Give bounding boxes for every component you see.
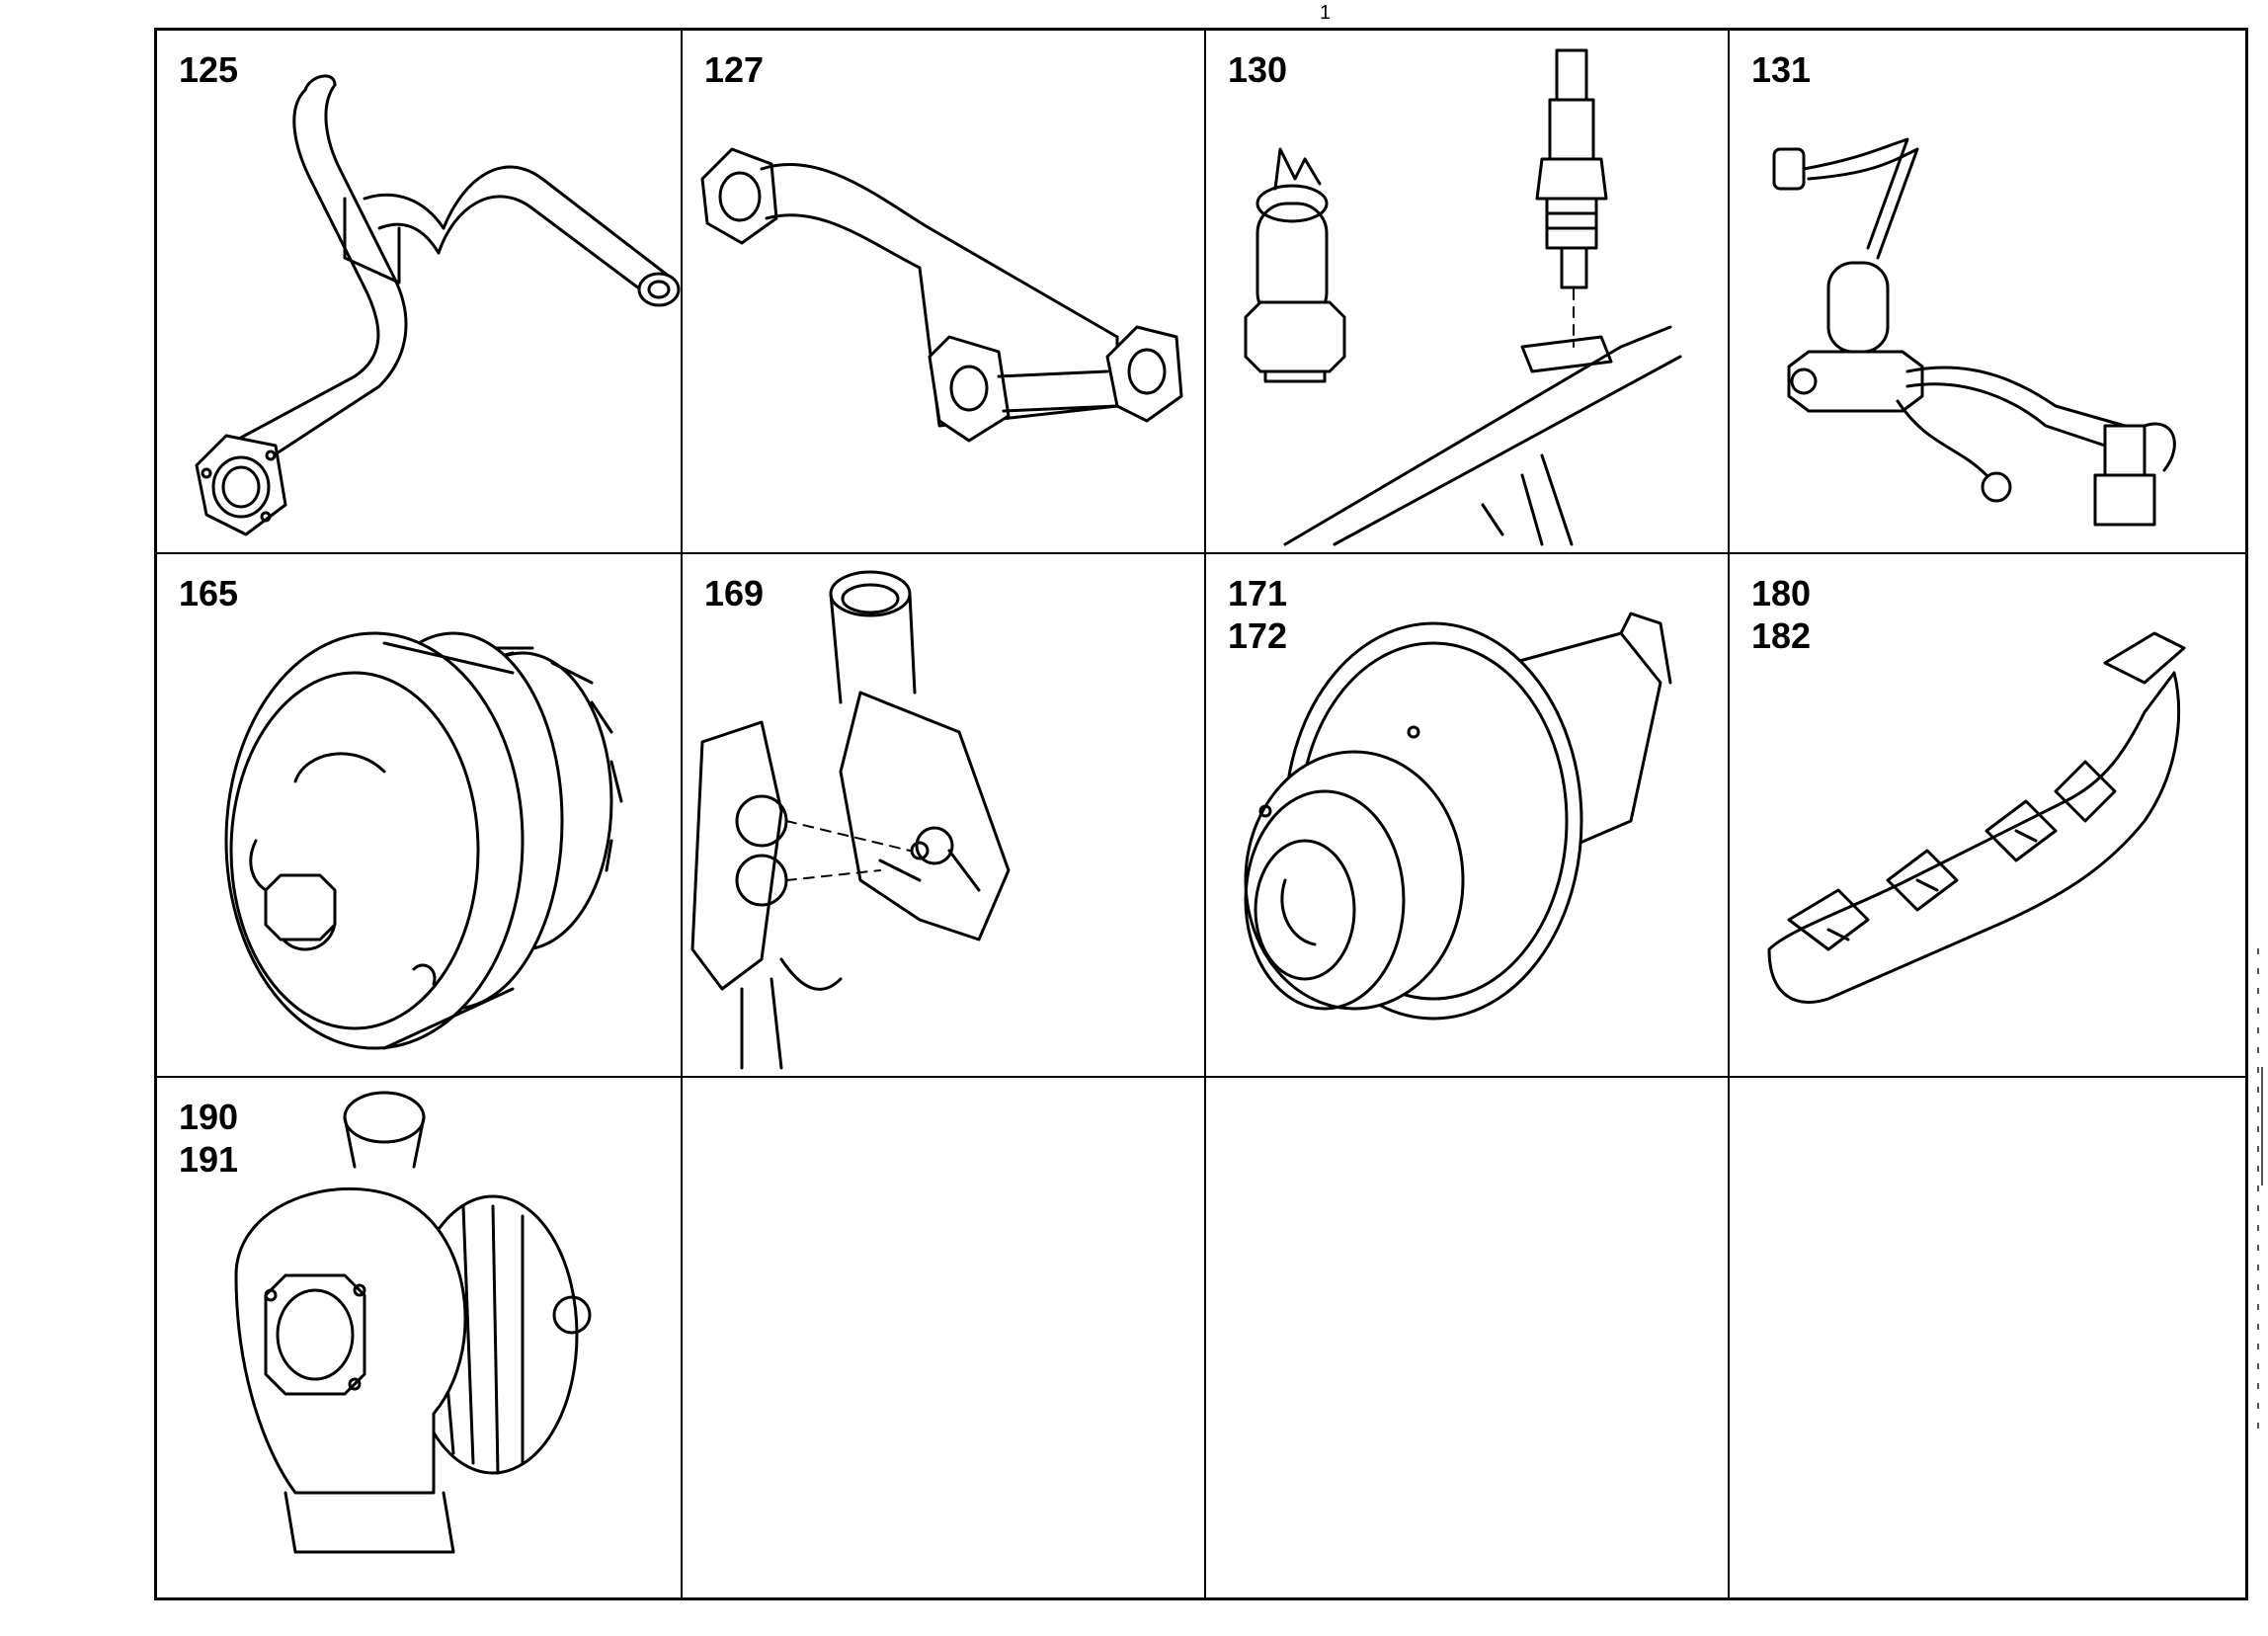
exhaust-pipe-y-drawing [700, 147, 1183, 443]
cell-127[interactable]: 127 [683, 31, 1204, 552]
exhaust-pipe-drawing [195, 74, 681, 536]
parts-grid: 125 127 [154, 28, 2248, 1600]
cell-171-172[interactable]: 171 172 [1206, 554, 1728, 1076]
empty-cell [1730, 1078, 2251, 1603]
cell-169[interactable]: 169 [683, 554, 1204, 1076]
cell-130[interactable]: 130 [1206, 31, 1728, 552]
turbocharger-drawing [234, 1091, 592, 1554]
cell-190-191[interactable]: 190 191 [157, 1078, 681, 1603]
cell-125[interactable]: 125 [157, 31, 681, 552]
water-pump-drawing [1244, 612, 1672, 1021]
part-number-label: 131 [1751, 49, 1812, 90]
thermostat-housing-drawing [690, 570, 1011, 1070]
cell-131[interactable]: 131 [1730, 31, 2251, 552]
grid-line [1204, 31, 1206, 1597]
grid-line [681, 31, 683, 1597]
part-number-label: 127 [704, 49, 765, 90]
exhaust-manifold-drawing [1767, 631, 2186, 1004]
scan-edge-marks [2257, 948, 2263, 1442]
sensor-and-injector-drawing [1244, 48, 1682, 546]
part-number-label: 171 172 [1228, 573, 1288, 656]
empty-cell [683, 1078, 1204, 1603]
part-number-label: 125 [179, 49, 239, 90]
grid-line [157, 552, 2245, 554]
injection-lines-drawing [1772, 137, 2176, 527]
cell-165[interactable]: 165 [157, 554, 681, 1076]
part-number-label: 190 191 [179, 1097, 239, 1180]
top-mark: 1 [1320, 2, 1332, 24]
part-number-label: 130 [1228, 49, 1288, 90]
empty-cell [1206, 1078, 1728, 1603]
fan-clutch-drawing [224, 631, 623, 1050]
part-number-label: 169 [704, 573, 765, 614]
part-number-label: 180 182 [1751, 573, 1812, 656]
cell-180-182[interactable]: 180 182 [1730, 554, 2251, 1076]
part-number-label: 165 [179, 573, 239, 614]
grid-line [157, 1076, 2245, 1078]
grid-line [1728, 31, 1730, 1597]
